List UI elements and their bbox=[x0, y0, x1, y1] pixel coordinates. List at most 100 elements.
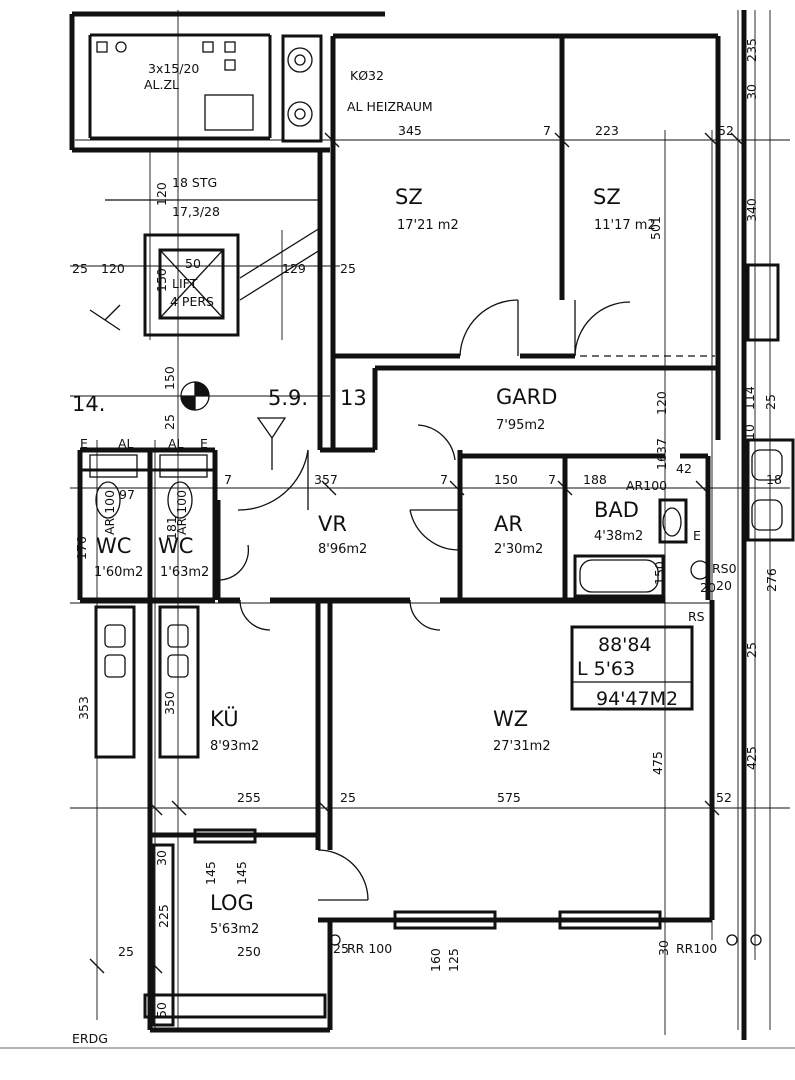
dim-120-b: 120 bbox=[101, 261, 125, 276]
dim-50: 50 bbox=[154, 1002, 169, 1018]
room-sz2-area: 11'17 m2 bbox=[594, 218, 656, 233]
area-summary-box bbox=[570, 625, 694, 711]
label-al-zl: AL.ZL bbox=[144, 77, 179, 92]
dim-7b: 7 bbox=[440, 472, 448, 487]
dim-7c: 7 bbox=[548, 472, 556, 487]
room-bad-area: 4'38m2 bbox=[594, 529, 643, 544]
label-ar100b: AR 100 bbox=[174, 490, 189, 535]
dim-125: 125 bbox=[446, 948, 461, 972]
dim-25-d: 25 bbox=[340, 790, 356, 805]
label-stg-size: 17,3/28 bbox=[172, 204, 220, 219]
room-sz2-name: SZ bbox=[593, 185, 621, 209]
dim-350: 350 bbox=[162, 691, 177, 715]
label-rs-20: 20 bbox=[716, 578, 732, 593]
room-ar-area: 2'30m2 bbox=[494, 542, 543, 557]
dim-10: 10 bbox=[742, 424, 757, 440]
label-rs: RS bbox=[688, 609, 705, 624]
dim-25-c: 25 bbox=[162, 414, 177, 430]
summary-line2: L 5'63 bbox=[577, 658, 635, 680]
room-gard-area: 7'95m2 bbox=[496, 418, 545, 433]
fixtures bbox=[89, 41, 783, 946]
room-wc1-area: 1'60m2 bbox=[94, 565, 143, 580]
dim-25-f: 25 bbox=[118, 944, 134, 959]
dim-25-g: 25 bbox=[333, 941, 349, 956]
room-wc2-area: 1'63m2 bbox=[160, 565, 209, 580]
dim-225: 225 bbox=[156, 904, 171, 928]
dimension-labels-vertical: 120 150 150 25 163 7 120 501 181 176 353… bbox=[74, 38, 779, 1018]
dim-160-lift: 150 bbox=[154, 268, 169, 292]
label-rs50: RS0 bbox=[712, 561, 737, 576]
inner-walls bbox=[80, 33, 795, 1027]
dim-176: 176 bbox=[74, 536, 89, 560]
dim-145-a: 145 bbox=[203, 861, 218, 885]
dim-114: 114 bbox=[742, 386, 757, 410]
room-wz-name: WZ bbox=[493, 707, 528, 731]
dim-425: 425 bbox=[744, 746, 759, 770]
dim-345: 345 bbox=[398, 123, 422, 138]
dim-30-b: 30 bbox=[656, 940, 671, 956]
walls bbox=[69, 10, 747, 1040]
dim-250: 250 bbox=[237, 944, 261, 959]
dim-25-b: 25 bbox=[340, 261, 356, 276]
dim-160: 160 bbox=[428, 948, 443, 972]
dim-150b: 150 bbox=[494, 472, 518, 487]
label-bottom-cut: ERDG bbox=[72, 1031, 108, 1046]
room-log-name: LOG bbox=[210, 891, 254, 915]
dim-129: 129 bbox=[282, 261, 306, 276]
dim-223: 223 bbox=[595, 123, 619, 138]
label-ar100a: AR 100 bbox=[102, 490, 117, 535]
room-ar-name: AR bbox=[494, 512, 523, 536]
dim-475: 475 bbox=[650, 751, 665, 775]
summary-line3: 94'47M2 bbox=[596, 688, 678, 710]
area-summary: 88'84 L 5'63 94'47M2 bbox=[577, 634, 678, 710]
room-wz-area: 27'31m2 bbox=[493, 739, 551, 754]
room-ku-name: KÜ bbox=[210, 706, 239, 731]
dim-52b: 52 bbox=[716, 790, 732, 805]
dim-25-h: 25 bbox=[763, 394, 778, 410]
label-59: 5.9. bbox=[268, 386, 308, 410]
summary-line1: 88'84 bbox=[598, 634, 652, 656]
dim-25-a: 25 bbox=[72, 261, 88, 276]
room-log-area: 5'63m2 bbox=[210, 922, 259, 937]
dim-120: 120 bbox=[154, 182, 169, 206]
label-13: 13 bbox=[340, 386, 367, 410]
dim-30-a: 30 bbox=[154, 850, 169, 866]
dim-353: 353 bbox=[76, 696, 91, 720]
label-zl-size: 3x15/20 bbox=[148, 61, 199, 76]
label-al-right: AL bbox=[168, 436, 184, 451]
label-al-left: AL bbox=[118, 436, 134, 451]
label-lift-50: 50 bbox=[185, 256, 201, 271]
dim-25-e: 25 bbox=[744, 642, 759, 658]
dim-20: 20 bbox=[700, 580, 716, 595]
dim-150-bad: 150 bbox=[652, 561, 667, 585]
label-e-right: E bbox=[200, 436, 208, 451]
room-wc2-name: WC bbox=[158, 534, 193, 558]
dim-30-c: 30 bbox=[744, 84, 759, 100]
room-sz1-name: SZ bbox=[395, 185, 423, 209]
room-sz1-area: 17'21 m2 bbox=[397, 218, 459, 233]
dim-145-b: 145 bbox=[234, 861, 249, 885]
room-ku-area: 8'93m2 bbox=[210, 739, 259, 754]
dim-357: 357 bbox=[314, 472, 338, 487]
room-gard-name: GARD bbox=[496, 385, 557, 409]
dim-181: 181 bbox=[164, 516, 179, 540]
dim-42: 42 bbox=[676, 461, 692, 476]
dim-255: 255 bbox=[237, 790, 261, 805]
label-rr100b: RR100 bbox=[676, 941, 717, 956]
dim-7a: 7 bbox=[543, 123, 551, 138]
dim-276: 276 bbox=[764, 568, 779, 592]
label-rr100a: RR 100 bbox=[347, 941, 392, 956]
dim-120-c: 120 bbox=[654, 391, 669, 415]
label-e-bad: E bbox=[693, 528, 701, 543]
room-labels: SZ 17'21 m2 SZ 11'17 m2 GARD 7'95m2 VR 8… bbox=[94, 185, 656, 937]
label-stg: 18 STG bbox=[172, 175, 217, 190]
dim-340: 340 bbox=[744, 198, 759, 222]
label-pers: 4 PERS bbox=[170, 294, 214, 309]
room-vr-area: 8'96m2 bbox=[318, 542, 367, 557]
doors bbox=[217, 299, 631, 901]
annotations: KØ32 AL HEIZRAUM 3x15/20 AL.ZL 18 STG 17… bbox=[72, 61, 737, 1046]
label-14: 14. bbox=[72, 392, 105, 416]
dim-150a: 150 bbox=[162, 366, 177, 390]
room-bad-name: BAD bbox=[594, 498, 639, 522]
